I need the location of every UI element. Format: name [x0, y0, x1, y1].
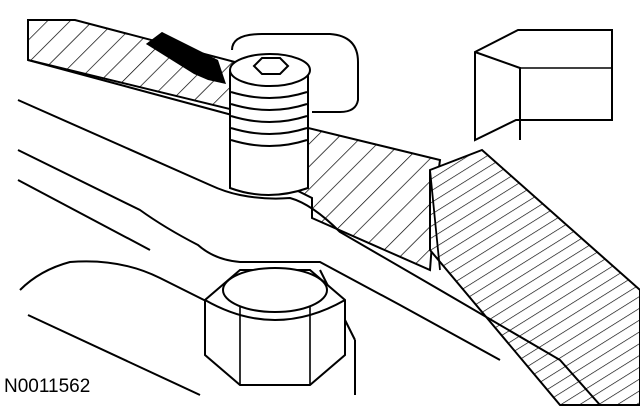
hex-nut: [204, 267, 346, 386]
figure-reference-code: N0011562: [4, 376, 91, 397]
right-section-hatched: [429, 148, 640, 406]
socket-head-screw: [229, 53, 311, 196]
screw-threads: [230, 91, 308, 147]
arrow-icon: [146, 32, 226, 84]
hex-socket-icon: [252, 57, 290, 75]
right-bracket: [474, 29, 613, 142]
